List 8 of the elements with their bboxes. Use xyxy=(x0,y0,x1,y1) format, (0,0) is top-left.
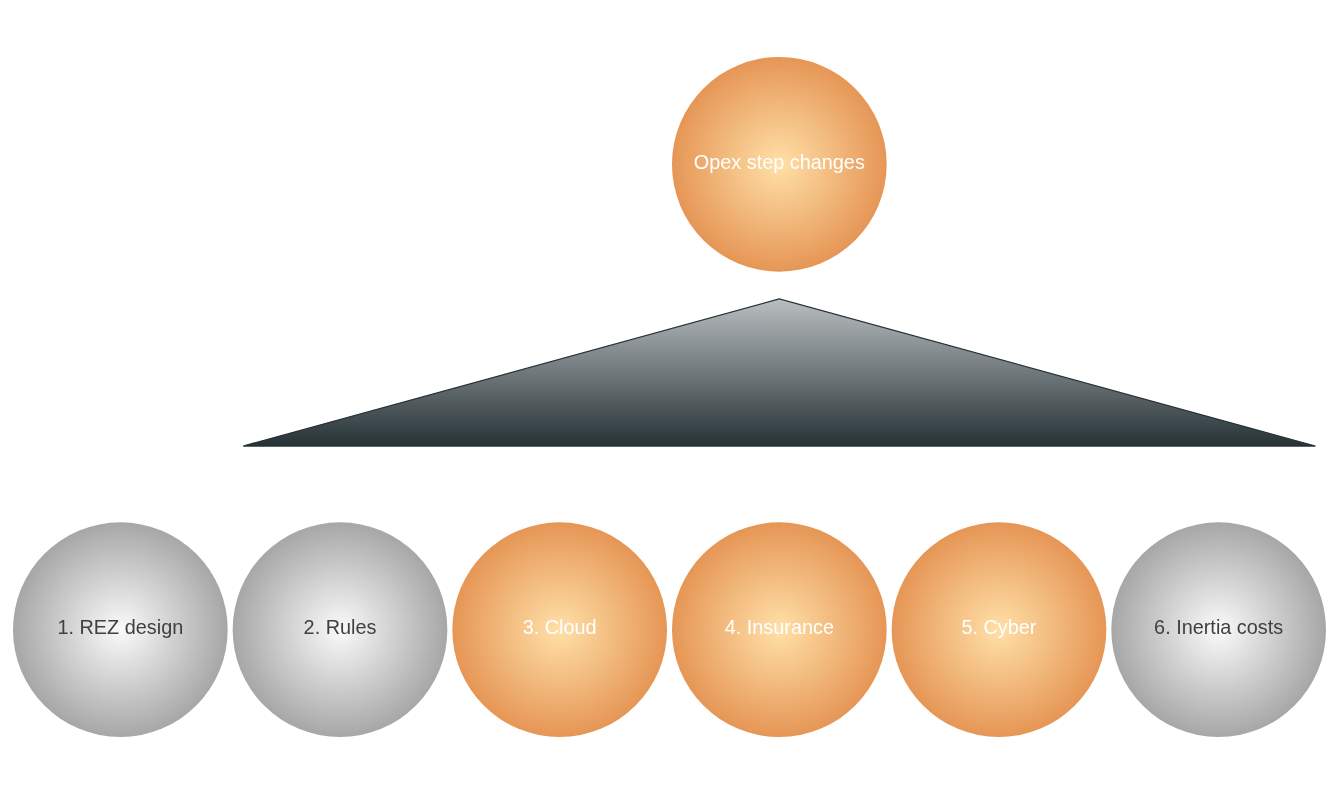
node-circle: 6. Inertia costs xyxy=(1111,521,1326,737)
node-triangle xyxy=(242,297,1317,447)
node-circle: 5. Cyber xyxy=(891,521,1107,737)
node-circle: 4. Insurance xyxy=(672,521,887,737)
node-circle: 3. Cloud xyxy=(452,521,667,737)
node-circle: 1. REZ design xyxy=(13,521,228,737)
node-circle: Opex step changes xyxy=(672,56,887,272)
node-circle: 2. Rules xyxy=(232,521,448,737)
